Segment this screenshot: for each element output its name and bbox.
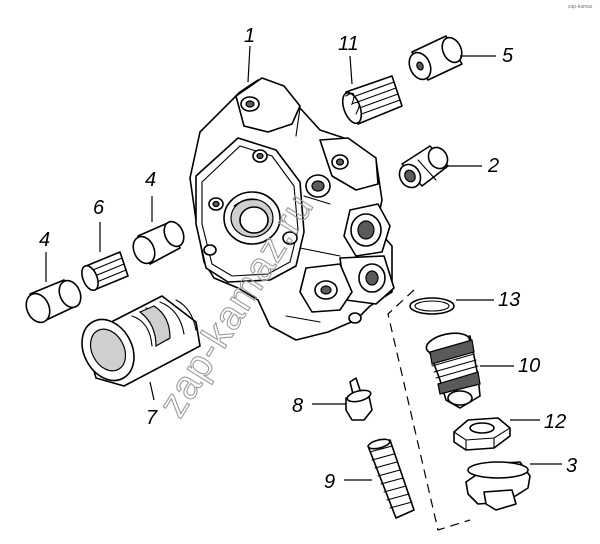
label-part-11: 11 bbox=[338, 33, 359, 55]
label-part-5: 5 bbox=[502, 45, 514, 67]
part-12-hex-nut bbox=[453, 417, 511, 451]
label-part-2: 2 bbox=[487, 155, 499, 177]
label-part-12: 12 bbox=[544, 411, 566, 433]
part-5-plug bbox=[408, 35, 463, 81]
part-7-piston bbox=[81, 295, 201, 387]
label-part-8: 8 bbox=[292, 395, 303, 417]
part-4-lower-cylinder bbox=[25, 279, 82, 324]
assembly-bracket bbox=[387, 289, 471, 531]
label-part-7: 7 bbox=[146, 407, 158, 429]
part-3-cap bbox=[465, 461, 531, 511]
label-part-4-upper: 4 bbox=[145, 169, 156, 191]
label-part-6: 6 bbox=[93, 197, 105, 219]
part-9-threaded-rod bbox=[367, 438, 415, 519]
part-1-housing bbox=[189, 77, 395, 341]
corner-mark: zap-kamaz bbox=[568, 4, 593, 10]
part-11-spring bbox=[341, 75, 403, 125]
label-part-10: 10 bbox=[518, 355, 540, 377]
label-part-3: 3 bbox=[566, 455, 577, 477]
part-4-upper-cylinder bbox=[132, 220, 185, 265]
part-8-pin bbox=[345, 377, 373, 421]
label-part-1: 1 bbox=[244, 25, 255, 47]
leader-lines bbox=[45, 45, 562, 481]
part-6-spring bbox=[81, 251, 129, 292]
part-2-sleeve bbox=[398, 145, 449, 189]
label-part-13: 13 bbox=[498, 289, 520, 311]
label-part-9: 9 bbox=[324, 471, 335, 493]
label-part-4-lower: 4 bbox=[39, 229, 50, 251]
part-13-o-ring bbox=[409, 297, 455, 315]
part-10-valve-body bbox=[425, 332, 481, 409]
